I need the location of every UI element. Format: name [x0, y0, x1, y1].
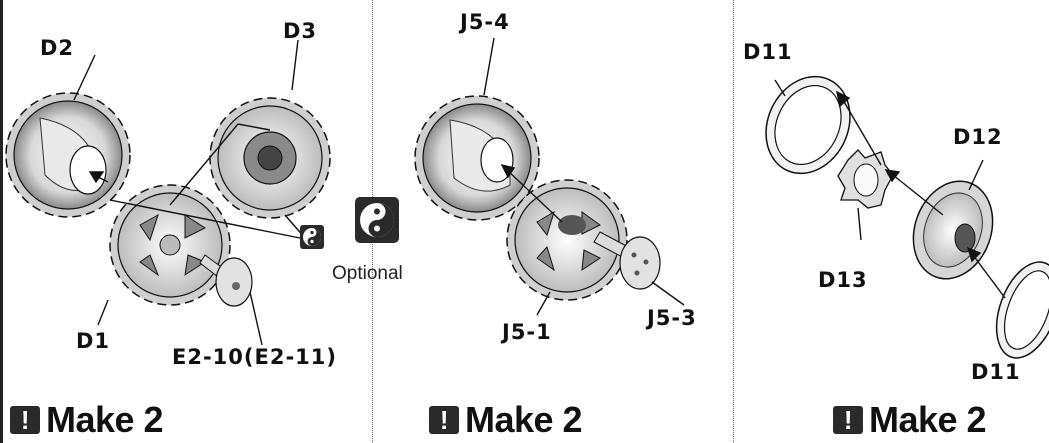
- label-d12: D12: [953, 125, 1003, 149]
- panel-3-drawing: [765, 75, 1049, 359]
- make-2-banner: !Make 2: [429, 399, 583, 441]
- panel-1-drawing: [5, 39, 399, 346]
- part-j5-4: [414, 95, 540, 221]
- label-d11-top: D11: [743, 40, 793, 64]
- make-2-banner: !Make 2: [833, 399, 987, 441]
- part-d13: [837, 149, 894, 209]
- make-2-text: Make 2: [465, 399, 583, 440]
- exclamation-icon: !: [429, 406, 459, 434]
- part-d11-ring-bottom: [995, 261, 1049, 359]
- make-2-banner: !Make 2: [10, 399, 164, 441]
- panel-divider-2: [733, 0, 734, 443]
- label-j5-4: J5-4: [460, 10, 510, 34]
- yin-yang-icon: [300, 225, 324, 249]
- label-j5-3: J5-3: [647, 306, 697, 330]
- panel-step-2: J5-4 J5-1 J5-3 !Make 2: [372, 0, 733, 443]
- part-d11-ring-top: [765, 75, 851, 175]
- part-j5-1: [506, 179, 628, 301]
- yin-yang-icon-large: [355, 197, 399, 243]
- left-border: [0, 0, 3, 443]
- part-d2: [5, 92, 131, 218]
- panel-step-1: D2 D3 D1 E2-10(E2-11) Optional !Make 2: [0, 0, 403, 443]
- exclamation-icon: !: [833, 406, 863, 434]
- part-e2-10: [199, 254, 253, 307]
- label-e2-10: E2-10(E2-11): [172, 345, 337, 369]
- part-d3: [209, 97, 331, 219]
- make-2-text: Make 2: [869, 399, 987, 440]
- label-d1: D1: [76, 329, 111, 353]
- label-d13: D13: [818, 268, 868, 292]
- panel-2-drawing: [414, 37, 685, 316]
- part-d1: [109, 184, 231, 306]
- assembly-lines-3: [774, 79, 1006, 299]
- panel-step-3: D11 D12 D13 D11 !Make 2: [733, 0, 1049, 443]
- label-d11-bottom: D11: [971, 360, 1021, 384]
- part-j5-3: [593, 231, 661, 290]
- exclamation-icon: !: [10, 406, 40, 434]
- assembly-lines-2: [483, 37, 685, 316]
- make-2-text: Make 2: [46, 399, 164, 440]
- label-d2: D2: [40, 36, 75, 60]
- optional-label: Optional: [332, 263, 403, 284]
- label-d3: D3: [283, 19, 318, 43]
- label-j5-1: J5-1: [502, 320, 552, 344]
- part-d12: [912, 180, 994, 280]
